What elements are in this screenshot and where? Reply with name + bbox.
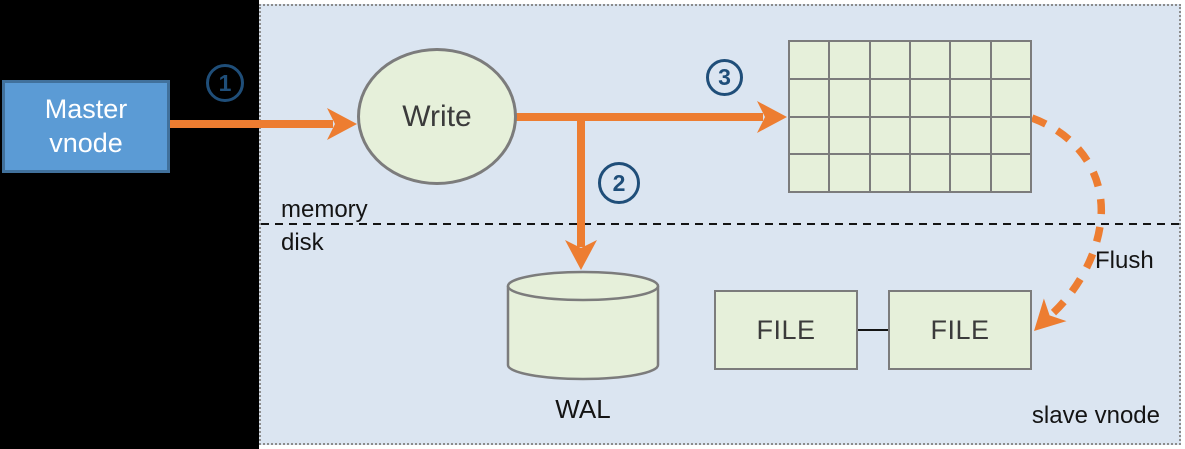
master-vnode-label-line2: vnode <box>49 127 123 158</box>
mem-table-cell <box>991 42 1030 78</box>
mem-table-cell <box>870 155 909 191</box>
memory-label: memory <box>281 196 368 223</box>
mem-table-cell <box>951 155 990 191</box>
file-box-2-label: FILE <box>930 314 990 345</box>
mem-table-cell <box>910 117 950 154</box>
mem-table-cell <box>991 79 1030 116</box>
mem-table-cell <box>951 79 990 116</box>
file-box-2: FILE <box>888 290 1032 370</box>
mem-table-cell <box>991 155 1030 191</box>
mem-table-cell <box>790 42 829 78</box>
mem-table-grid <box>788 40 1032 193</box>
mem-table-cell <box>790 155 829 191</box>
mem-table-cell <box>830 42 869 78</box>
file-box-1: FILE <box>714 290 858 370</box>
step1-badge: 1 <box>206 64 244 102</box>
step3-badge: 3 <box>706 59 743 96</box>
step2-badge: 2 <box>598 162 640 204</box>
write-node-label: Write <box>402 99 472 133</box>
wal-label: WAL <box>555 394 611 424</box>
master-vnode-box: Master vnode <box>2 80 170 173</box>
mem-table-cell <box>790 117 829 154</box>
step1-number: 1 <box>218 69 232 96</box>
step2-number: 2 <box>612 169 626 196</box>
disk-label: disk <box>281 229 324 256</box>
mem-table-cell <box>910 155 950 191</box>
flush-label: Flush <box>1095 247 1154 274</box>
mem-table-cell <box>870 79 909 116</box>
mem-table-cell <box>830 155 869 191</box>
write-node: Write <box>357 48 517 185</box>
file-box-1-label: FILE <box>756 314 816 345</box>
mem-table-cell <box>790 79 829 116</box>
mem-table-cell <box>951 117 990 154</box>
mem-table-cell <box>910 42 950 78</box>
wal-cylinder <box>506 270 660 381</box>
master-vnode-label-line1: Master <box>44 93 128 124</box>
mem-table-cell <box>870 117 909 154</box>
mem-table-cell <box>910 79 950 116</box>
mem-table-cell <box>830 79 869 116</box>
mem-table-cell <box>951 42 990 78</box>
step3-number: 3 <box>718 64 731 90</box>
mem-table-cell <box>830 117 869 154</box>
slave-vnode-label: slave vnode <box>1031 402 1160 429</box>
mem-table-cell <box>991 117 1030 154</box>
mem-table-cell <box>870 42 909 78</box>
